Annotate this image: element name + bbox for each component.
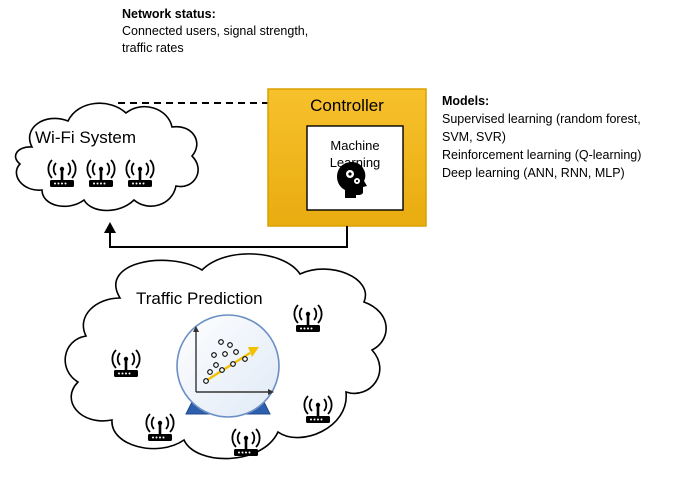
models-line: Supervised learning (random forest, [442,112,641,126]
machine-learning-label: Learning [329,155,381,170]
models-title: Models: [442,94,490,108]
machine-learning-label: Machine [330,138,380,153]
models-line: SVM, SVR) [442,130,506,144]
models-line: Reinforcement learning (Q-learning) [442,148,642,162]
network-status-line: Connected users, signal strength, [122,24,309,38]
feedback-arrow-line [109,226,348,248]
traffic-prediction-label: Traffic Prediction [136,289,263,308]
controller-label: Controller [310,96,384,115]
head-gears-icon [337,161,367,198]
models-line: Deep learning (ANN, RNN, MLP) [442,166,625,180]
crystal-ball-scatter-icon [176,314,280,418]
feedback-arrow-head [104,222,116,233]
wifi-system-cloud [14,102,199,212]
wifi-system-label: Wi-Fi System [35,128,137,147]
network-status-line: traffic rates [122,41,184,55]
network-status-title: Network status: [122,7,216,21]
